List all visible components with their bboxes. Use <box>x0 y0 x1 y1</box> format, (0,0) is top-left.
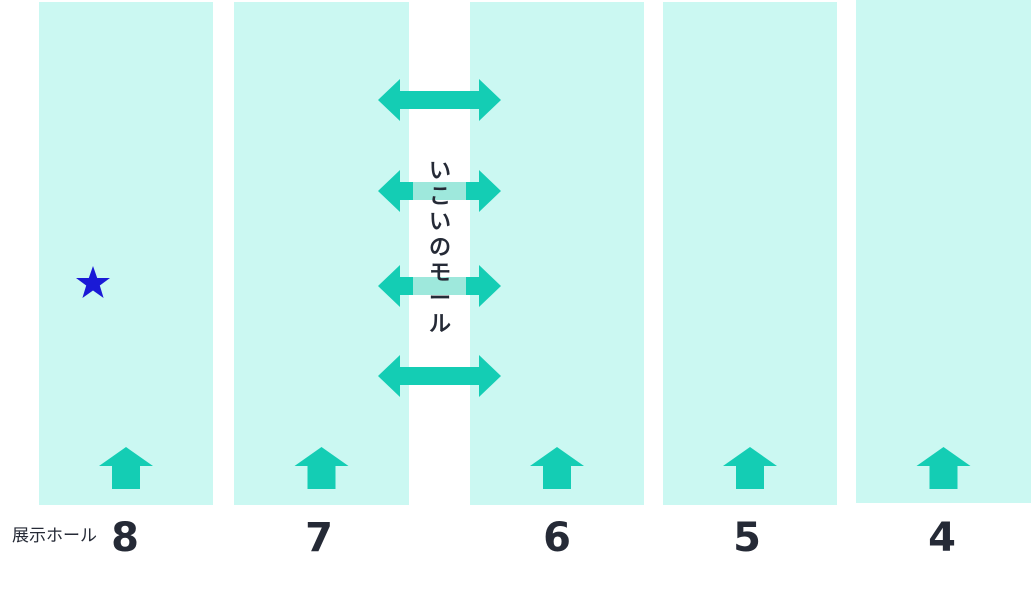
hall-number: 7 <box>305 515 333 561</box>
mall-label-char: こ <box>429 185 451 210</box>
mall-label-char: い <box>429 210 451 235</box>
hall-7[interactable] <box>234 2 409 505</box>
passage-bar <box>410 277 468 295</box>
double-arrow-icon <box>378 79 501 121</box>
star-icon <box>76 266 110 298</box>
hall-8[interactable] <box>39 2 213 505</box>
hall-4[interactable] <box>856 0 1031 503</box>
hall-number: 6 <box>543 515 571 561</box>
mall-label-char: ー <box>429 287 451 312</box>
hall-6[interactable] <box>470 2 644 505</box>
up-arrow-icon <box>99 447 153 489</box>
mall-label-char: い <box>429 159 451 184</box>
mall-label-char: の <box>429 236 451 261</box>
double-arrow-icon <box>466 170 501 212</box>
hall-5[interactable] <box>663 2 837 505</box>
hall-label-prefix: 展示ホール <box>12 526 97 546</box>
up-arrow-icon <box>294 447 349 489</box>
mall-label-char: ル <box>429 312 451 337</box>
double-arrow-icon <box>378 265 413 307</box>
hall-number: 4 <box>928 515 956 561</box>
up-arrow-icon <box>723 447 777 489</box>
double-arrow-icon <box>378 170 413 212</box>
double-arrow-icon <box>378 355 501 397</box>
up-arrow-icon <box>916 447 971 489</box>
hall-number: 5 <box>733 515 761 561</box>
double-arrow-icon <box>466 265 501 307</box>
mall-label-char: モ <box>429 261 451 286</box>
hall-number: 8 <box>111 515 139 561</box>
up-arrow-icon <box>530 447 584 489</box>
passage-bar <box>410 182 468 200</box>
